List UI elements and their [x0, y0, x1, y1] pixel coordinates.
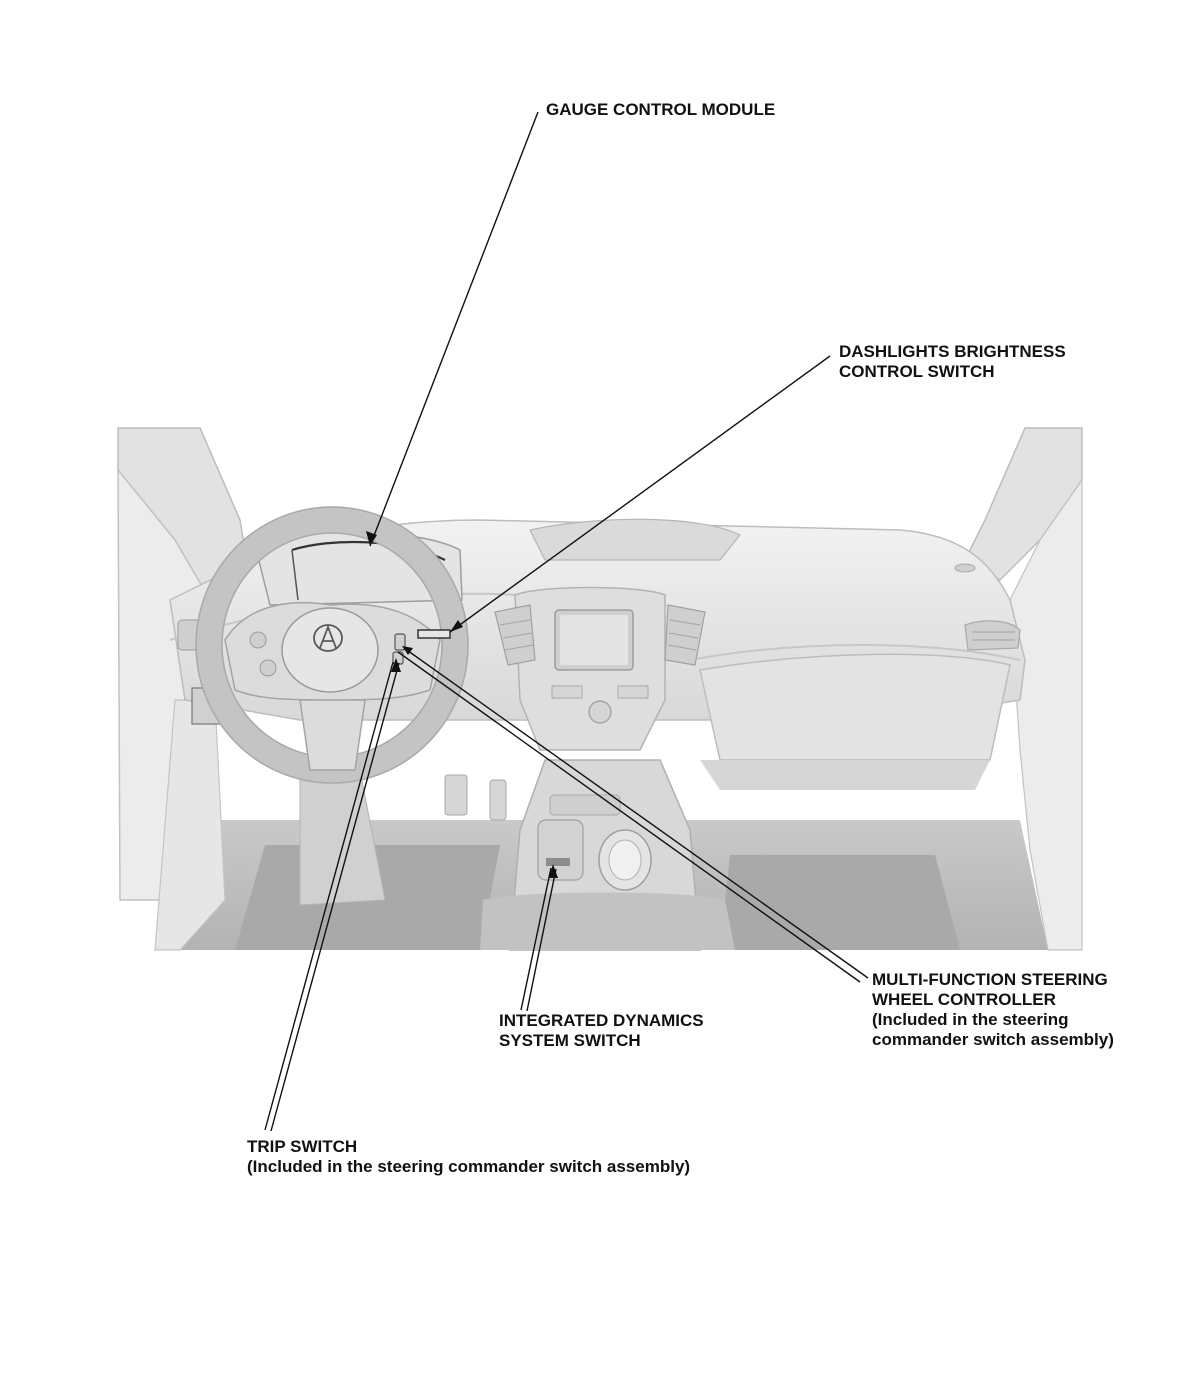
label-dashlights-line-2: CONTROL SWITCH — [839, 362, 995, 381]
label-integrated-dynamics-system-switch: INTEGRATED DYNAMICS SYSTEM SWITCH — [499, 1011, 704, 1051]
right-a-pillar — [964, 427, 1083, 951]
label-integrated-dynamics-line-1: INTEGRATED DYNAMICS — [499, 1011, 704, 1030]
label-gauge-control-module-line-1: GAUGE CONTROL MODULE — [546, 100, 776, 119]
pedals — [299, 769, 507, 906]
dashlights-switch-marker — [417, 629, 451, 639]
center-console — [480, 759, 735, 951]
label-multi-function-line-3: (Included in the steering — [872, 1010, 1069, 1029]
label-trip-switch-line-1: TRIP SWITCH — [247, 1137, 358, 1156]
leader-integrated-dynamics — [520, 867, 552, 1011]
leader-multi-function — [403, 647, 869, 979]
center-stack — [494, 586, 706, 751]
label-dashlights-brightness-control-switch: DASHLIGHTS BRIGHTNESS CONTROL SWITCH — [839, 342, 1066, 382]
label-gauge-control-module: GAUGE CONTROL MODULE — [546, 100, 775, 120]
left-a-pillar — [117, 427, 251, 951]
leader-dashlights — [449, 355, 831, 633]
label-integrated-dynamics-line-2: SYSTEM SWITCH — [499, 1031, 641, 1050]
acura-logo-icon — [313, 624, 343, 652]
leader-lines — [264, 111, 869, 1132]
label-multi-function-line-2: WHEEL CONTROLLER — [872, 990, 1056, 1009]
label-trip-switch-line-2: (Included in the steering commander swit… — [247, 1157, 691, 1176]
label-multi-function-line-1: MULTI-FUNCTION STEERING — [872, 970, 1108, 989]
label-multi-function-steering-wheel-controller: MULTI-FUNCTION STEERING WHEEL CONTROLLER… — [872, 970, 1114, 1050]
label-dashlights-line-1: DASHLIGHTS BRIGHTNESS — [839, 342, 1066, 361]
leader-trip-switch — [264, 661, 394, 1131]
leader-gauge-control-module — [369, 111, 539, 547]
label-multi-function-line-4: commander switch assembly) — [872, 1030, 1114, 1049]
label-trip-switch: TRIP SWITCH (Included in the steering co… — [247, 1137, 690, 1177]
